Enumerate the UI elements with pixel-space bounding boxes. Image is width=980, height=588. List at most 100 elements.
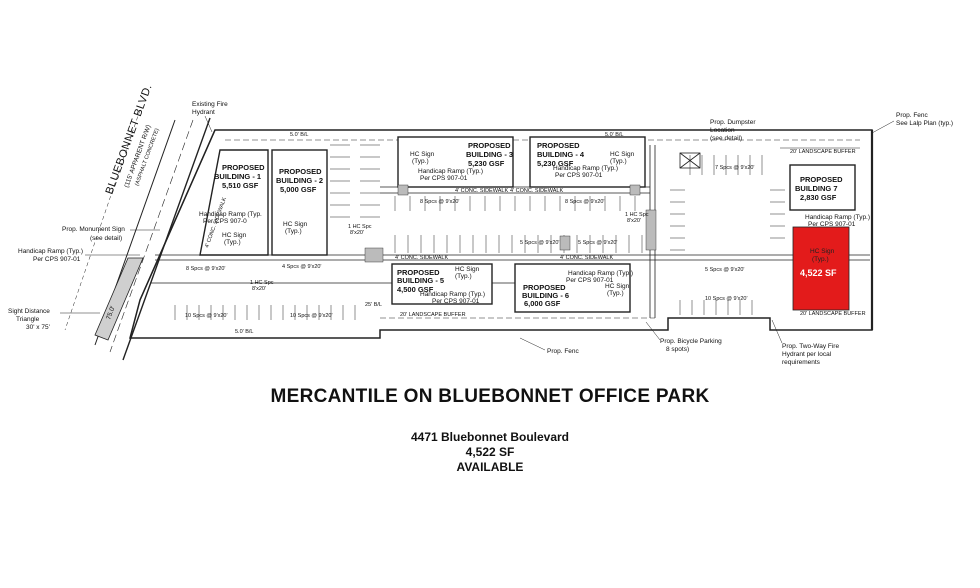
highlight-area: 4,522 SF (800, 268, 837, 278)
ramp-b7: Handicap Ramp (Typ.) (805, 214, 870, 221)
sight-label2: Triangle (16, 316, 40, 323)
b2-name2: BUILDING - 2 (276, 176, 323, 185)
bicycle-label1: Prop. Bicycle Parking (660, 338, 722, 345)
hc-sign-b6-typ: (Typ.) (607, 290, 624, 297)
hc-sign-b1-typ: (Typ.) (224, 239, 241, 246)
ramp-b5: Handicap Ramp (Typ.) (420, 291, 485, 298)
building-5: PROPOSED BUILDING - 5 4,500 GSF (391, 263, 493, 305)
hc-size-right: 8'x20' (627, 218, 641, 224)
b2-name1: PROPOSED (279, 167, 322, 176)
bl-top-right: 5.0' B/L (605, 132, 623, 138)
fence-top-label1: Prop. Fenc (896, 112, 929, 119)
fence-top-label2: See Lalp Plan (typ.) (896, 120, 953, 127)
stalls-5-mid: 5 Spcs @ 9'x20' (520, 240, 559, 246)
b4-name1: PROPOSED (537, 141, 580, 150)
sidewalk-label3: 4' CONC. SIDEWALK (510, 188, 563, 194)
hydrant-label1: Existing Fire (192, 101, 228, 108)
b1-name1: PROPOSED (222, 163, 265, 172)
stalls-10-right: 10 Spcs @ 9'x20' (705, 296, 748, 302)
highlight-sign2: (Typ.) (812, 256, 829, 263)
ramp-b6: Handicap Ramp (Typ.) (568, 270, 633, 277)
bl-bottom: 5.0' B/L (235, 329, 253, 335)
ramp-left-label2: Per CPS 907-01 (33, 256, 81, 263)
stalls-bottom-left1: 10 Spcs @ 9'x20' (185, 313, 228, 319)
stalls-4: 4 Spcs @ 9'x20' (282, 264, 321, 270)
stalls-5-right: 5 Spcs @ 9'x20' (705, 267, 744, 273)
hc-sign-b3: HC Sign (410, 151, 435, 158)
hc-sign-b3-typ: (Typ.) (412, 158, 429, 165)
b4-area: 5,230 GSF (537, 159, 574, 168)
page-title: MERCANTILE ON BLUEBONNET OFFICE PARK (270, 386, 710, 407)
b5-name2: BUILDING - 5 (397, 276, 444, 285)
available-area: 4,522 SF (465, 445, 515, 459)
b6-name2: BUILDING - 6 (522, 291, 569, 300)
sidewalk-label2: 4' CONC. SIDEWALK (455, 188, 508, 194)
b1-ramp-label2: Per CPS 907-0 (203, 218, 247, 225)
building-7: PROPOSED BUILDING 7 2,830 GSF (789, 164, 856, 211)
cps-b6: Per CPS 907-01 (566, 277, 614, 284)
ramp-b3: Handicap Ramp (Typ.) (418, 168, 483, 175)
hydrant-label2: Hydrant (192, 109, 215, 116)
buffer-bottom: 20' LANDSCAPE BUFFER (400, 312, 466, 318)
hc-sign-b2: HC Sign (283, 221, 308, 228)
stalls-8-mid2: 8 Spcs @ 9'x20' (565, 199, 604, 205)
sight-label1: Sight Distance (8, 308, 50, 315)
buffer-top: 20' LANDSCAPE BUFFER (790, 149, 856, 155)
hc-sign-b5-typ: (Typ.) (455, 273, 472, 280)
hc-sign-b6: HC Sign (605, 283, 630, 290)
parking-stalls (174, 144, 785, 320)
buffer-right-bottom: 20' LANDSCAPE BUFFER (800, 311, 866, 317)
b6-name1: PROPOSED (523, 283, 566, 292)
availability-status: AVAILABLE (456, 460, 524, 474)
b4-name2: BUILDING - 4 (537, 150, 585, 159)
callouts: Existing Fire Hydrant Prop. Monument Sig… (8, 101, 953, 366)
bl-top: 5.0' B/L (290, 132, 308, 138)
sight-label3: 30' x 75' (26, 324, 50, 331)
ramp-left-label1: Handicap Ramp (Typ.) (18, 248, 83, 255)
available-unit[interactable]: HC Sign (Typ.) 4,522 SF (792, 226, 850, 311)
b3-area: 5,230 GSF (468, 159, 505, 168)
dumpster-label2: Location (710, 127, 735, 134)
building-4: PROPOSED BUILDING - 4 5,230 GSF (529, 136, 646, 188)
property-address: 4471 Bluebonnet Boulevard (410, 430, 570, 444)
b1-name2: BUILDING - 1 (214, 172, 261, 181)
sidewalk-label4: 4' CONC. SIDEWALK (395, 255, 448, 261)
new-hydrant-label2: Hydrant per local (782, 351, 832, 358)
hc-sign-b2-typ: (Typ.) (285, 228, 302, 235)
cps-b7: Per CPS 907-01 (808, 221, 856, 228)
cps-b4: Per CPS 907-01 (555, 172, 603, 179)
building-1: PROPOSED BUILDING - 1 5,510 GSF (199, 149, 269, 256)
row-dim: 75.0' (105, 305, 116, 320)
b7-name2: BUILDING 7 (795, 184, 838, 193)
hc-sign-b4: HC Sign (610, 151, 635, 158)
ramp-b4: Handicap Ramp (Typ.) (553, 165, 618, 172)
b3-name1: PROPOSED (468, 141, 511, 150)
bl-25: 25' B/L (365, 302, 382, 308)
b5-area: 4,500 GSF (397, 285, 434, 294)
building-6: PROPOSED BUILDING - 6 6,000 GSF (514, 263, 631, 313)
hc-size-left: 8'x20' (252, 286, 266, 292)
dumpster (679, 152, 701, 169)
dumpster-label3: (see detail) (710, 135, 742, 142)
b7-area: 2,830 GSF (800, 193, 837, 202)
fence-bottom-label: Prop. Fenc (547, 348, 580, 355)
sight-distance-triangle: 75.0' (94, 257, 144, 341)
front-boundary (139, 129, 216, 301)
highlight-sign1: HC Sign (810, 248, 835, 255)
new-hydrant-label1: Prop. Two-Way Fire (782, 343, 839, 350)
hc-size-mid: 8'x20' (350, 230, 364, 236)
b3-name2: BUILDING - 3 (466, 150, 513, 159)
hc-spc-mid: 1 HC Spc (348, 224, 372, 230)
monument-label2: (see detail) (90, 235, 122, 242)
sidewalk-segments (364, 184, 657, 263)
building-2: PROPOSED BUILDING - 2 5,000 GSF (271, 149, 328, 256)
b1-area: 5,510 GSF (222, 181, 259, 190)
cps-b5: Per CPS 907-01 (432, 298, 480, 305)
building-3: PROPOSED BUILDING - 3 5,230 GSF (397, 136, 514, 188)
b6-area: 6,000 GSF (524, 299, 561, 308)
dumpster-label1: Prop. Dumpster (710, 119, 756, 126)
stalls-7-right: 7 Spcs @ 9'x20' (715, 165, 754, 171)
cps-b3: Per CPS 907-01 (420, 175, 468, 182)
b2-area: 5,000 GSF (280, 185, 317, 194)
